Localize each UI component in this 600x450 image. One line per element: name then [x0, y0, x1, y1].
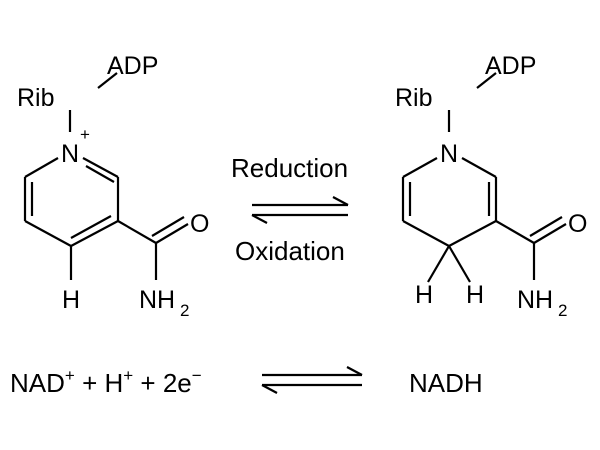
amide-subscript-right: 2: [558, 301, 567, 320]
ring-bond-n-c6: [24, 157, 59, 178]
nadh-structure: Rib ADP N H H O NH 2: [395, 52, 587, 320]
ring-bond-c4-c3-right: [448, 220, 497, 247]
c4-h-bond-b: [448, 245, 471, 283]
amide-co-double: [151, 216, 185, 237]
adp-label-right: ADP: [485, 52, 536, 80]
ring-double-c4-c3: [70, 215, 112, 239]
amide-nh-label: NH: [139, 286, 175, 314]
equation-product: NADH: [409, 368, 483, 398]
rib-adp-bond: [97, 72, 118, 89]
nitrogen-label: N: [61, 140, 79, 168]
amide-oxygen-label: O: [190, 210, 209, 238]
ring-bond-n-c2-right: [461, 157, 497, 178]
nitrogen-label-right: N: [440, 140, 458, 168]
plus-h-text: + H: [75, 368, 123, 398]
nad-charge: +: [65, 366, 75, 385]
rib-label: Rib: [17, 84, 55, 112]
plus-electrons-text: + 2e: [133, 368, 192, 398]
reversible-arrow-top: Reduction Oxidation: [231, 153, 349, 266]
h-charge: +: [123, 366, 133, 385]
ring-bond-c5-c4-right: [402, 220, 450, 247]
hydrogen-label-a: H: [415, 281, 433, 309]
adp-label: ADP: [107, 52, 158, 80]
reduction-label: Reduction: [231, 153, 348, 183]
nad-plus-structure: Rib ADP N + H O NH 2: [17, 52, 209, 320]
ring-bond-c4-c3: [70, 220, 119, 247]
oxidation-label: Oxidation: [235, 236, 345, 266]
electron-charge: −: [192, 366, 202, 385]
amide-co-bond-right: [533, 223, 567, 244]
positive-charge: +: [80, 125, 90, 144]
hydrogen-label-b: H: [466, 281, 484, 309]
rib-label-right: Rib: [395, 84, 433, 112]
amide-co-double-right: [529, 216, 563, 237]
ring-bond-c5-c4: [24, 220, 72, 247]
amide-nh-label-right: NH: [517, 286, 553, 314]
amide-oxygen-label-right: O: [568, 210, 587, 238]
equation-forward-barb: [346, 366, 363, 376]
ring-bond-n-c2: [82, 157, 119, 178]
equation-reactants: NAD+ + H+ + 2e−: [10, 366, 202, 398]
amide-co-bond: [155, 223, 189, 244]
redox-equation: NAD+ + H+ + 2e− NADH: [10, 366, 483, 398]
reverse-arrow-barb: [251, 214, 268, 224]
c3-amide-bond-right: [495, 220, 535, 244]
amide-subscript: 2: [180, 301, 189, 320]
c3-amide-bond: [117, 220, 157, 244]
ring-bond-n-c6-right: [402, 157, 438, 178]
c4-h-bond-a: [427, 245, 450, 283]
rib-adp-bond-right: [476, 72, 497, 89]
equation-reverse-barb: [261, 384, 278, 394]
hydrogen-label: H: [62, 286, 80, 314]
nad-text: NAD: [10, 368, 65, 398]
forward-arrow-barb: [332, 196, 349, 206]
ring-double-n-c2: [85, 165, 115, 183]
